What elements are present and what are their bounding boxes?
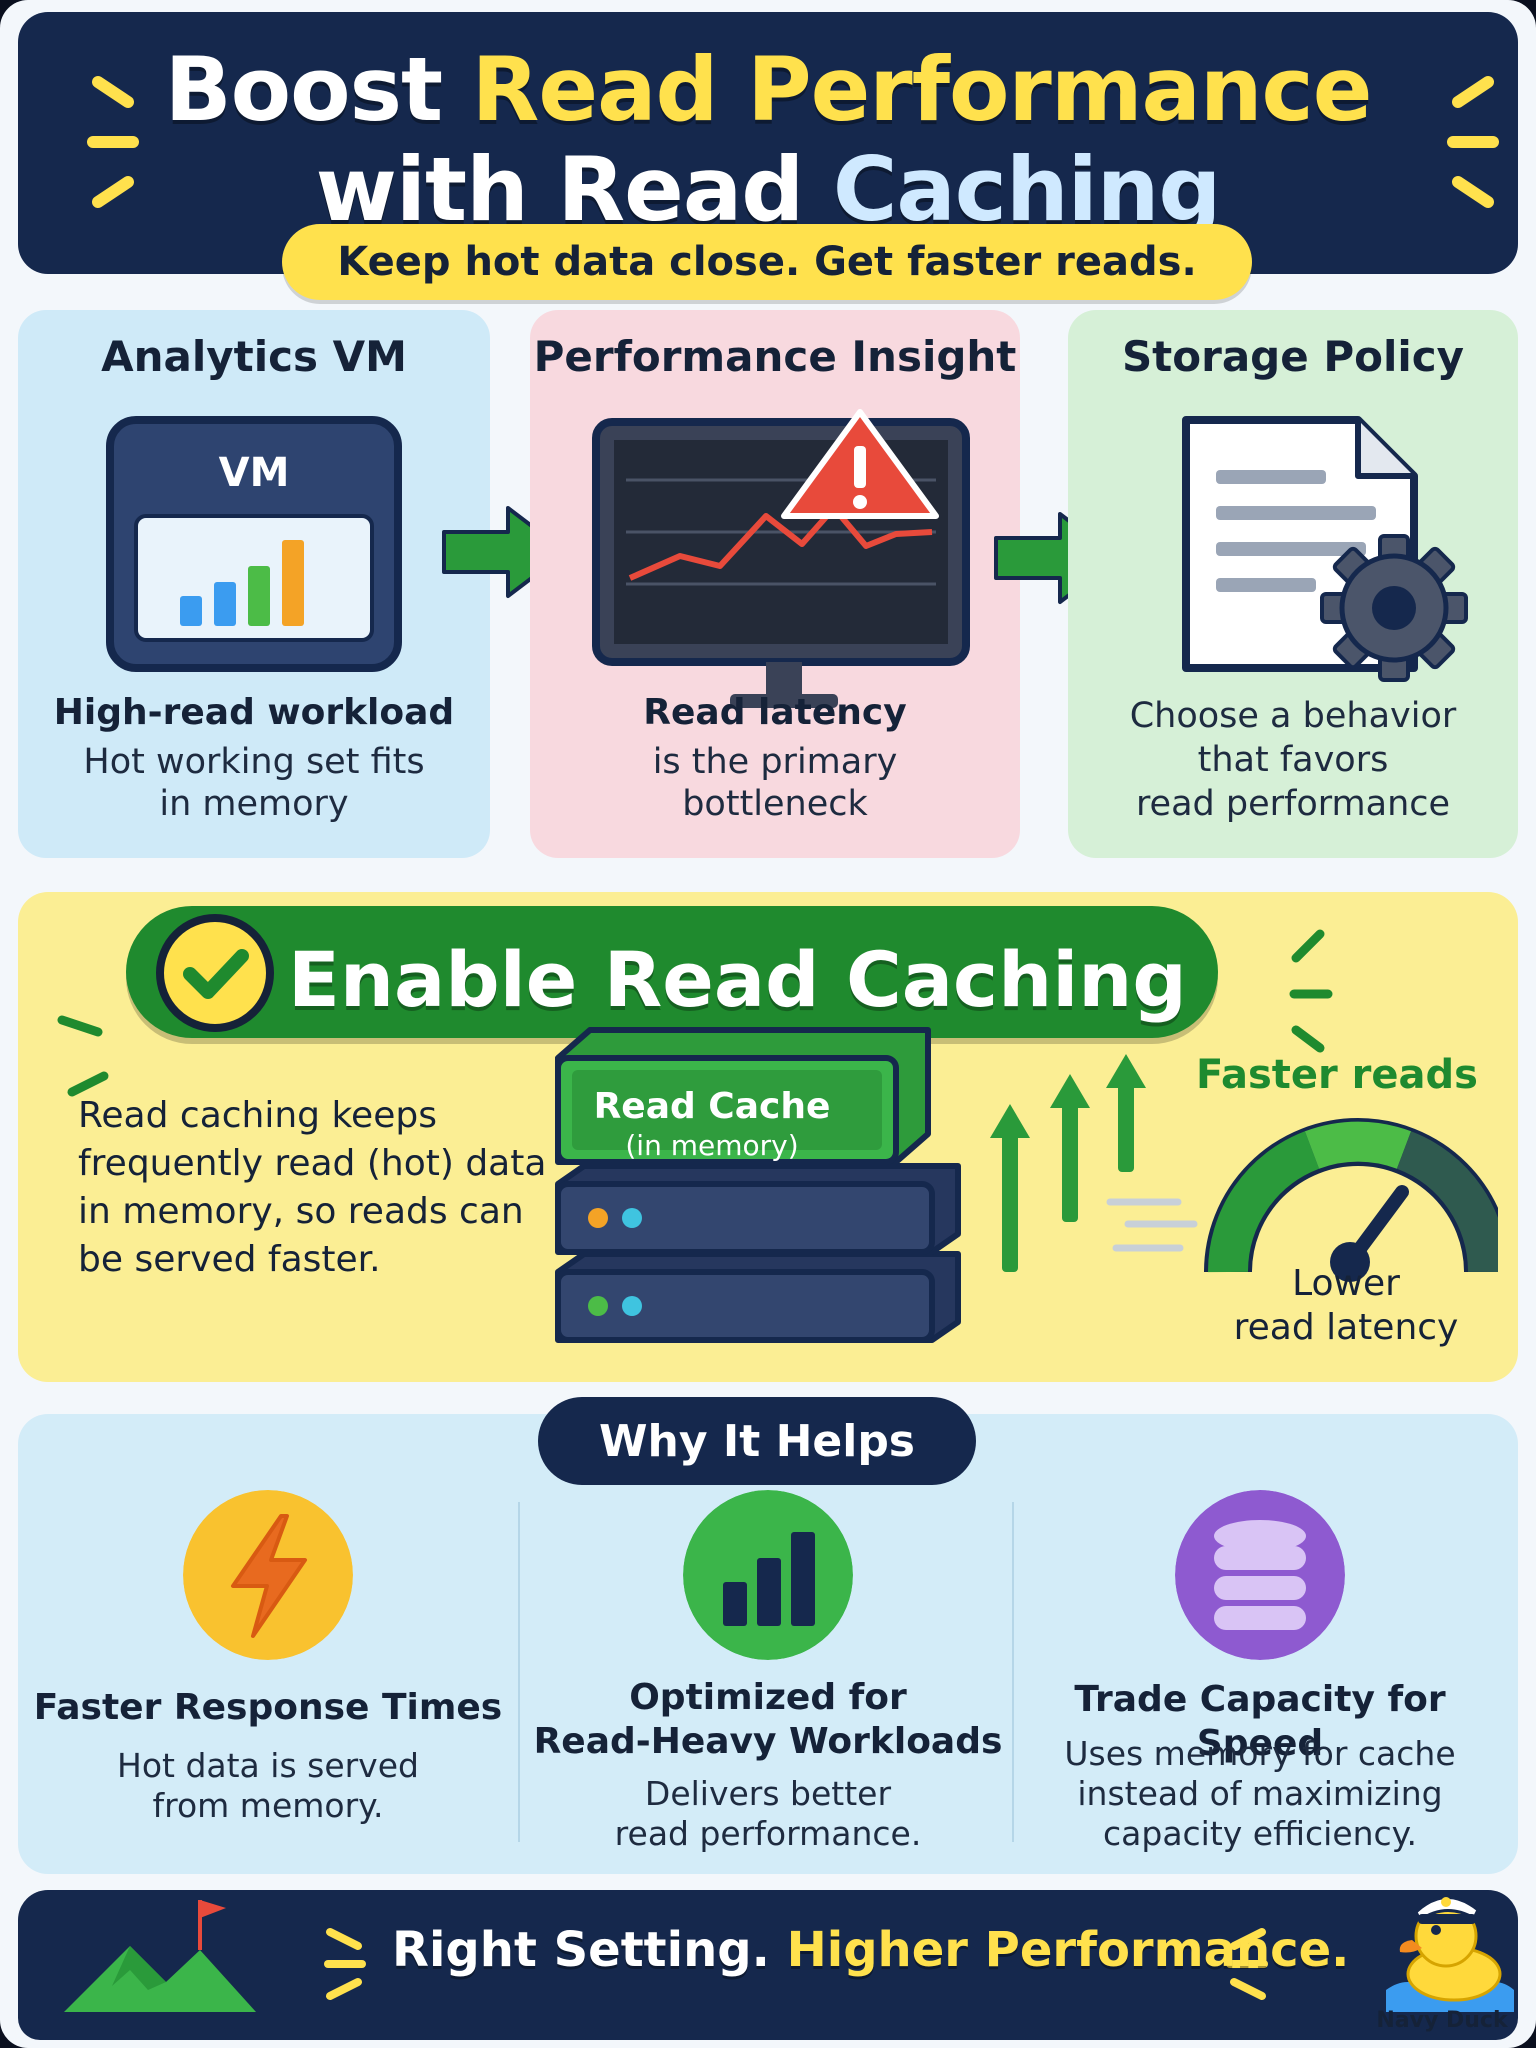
card-title: Performance Insight [533,332,1017,381]
card-line: that favors [1197,740,1389,780]
card-strong-text: High-read workload [53,692,455,733]
burst-left-icon [87,76,139,208]
cache-label: Read Cache [593,1086,831,1127]
up-arrows-icon [990,1054,1146,1272]
title-read-performance: Read Performance [471,38,1373,141]
benefit-trade-capacity: Trade Capacity for Speed Uses memory for… [1020,1490,1500,1860]
card-storage-policy: Storage Policy [1068,310,1518,858]
faster-reads-label: Faster reads [1196,1052,1478,1098]
description-line: Read caching keeps [78,1095,437,1136]
footer-banner [18,1890,1518,2040]
navy-duck-logo-icon [1386,1896,1514,2012]
benefit-text: Delivers better [644,1774,892,1813]
lower-latency-label: Lower read latency [1196,1262,1496,1350]
bar-chart-icon [683,1490,853,1660]
burst-right-icon [1447,76,1499,208]
enable-title: Enable Read Caching [288,935,1187,1024]
database-icon [1175,1490,1345,1660]
why-it-helps-title: Why It Helps [538,1397,976,1485]
title-word-boost: Boost [164,38,443,141]
card-title: Analytics VM [101,332,407,381]
benefit-text: from memory. [152,1786,384,1825]
benefit-title: Optimized for [629,1677,907,1718]
mountain-flag-icon [64,1900,256,2012]
lower-latency-line: read latency [1233,1307,1459,1348]
server-stack-icon [555,1027,961,1343]
card-line: bottleneck [682,784,868,824]
card-title: Storage Policy [1121,332,1465,381]
cache-sublabel: (in memory) [625,1129,799,1162]
policy-document-gear-icon [1182,416,1468,682]
enable-description: Read caching keeps frequently read (hot)… [78,1092,548,1284]
card-line: is the primary [652,742,898,782]
benefit-faster-response: Faster Response Times Hot data is served… [28,1490,508,1860]
footer-slogan-a: Right Setting. [392,1922,770,1978]
benefit-title: Faster Response Times [33,1687,503,1728]
title-with-read: with Read [315,138,805,241]
burst-left-icon [324,1928,366,2000]
speed-gauge-icon [1106,1118,1498,1282]
title-line-2: with Read Caching [18,140,1518,240]
benefit-text: capacity efficiency. [1103,1814,1417,1853]
description-line: in memory, so reads can [78,1191,524,1232]
enable-title-pill [126,906,1218,1038]
card-strong-text: Read latency [643,692,907,733]
title-line-1: Boost Read Performance [18,40,1518,140]
burst-right-icon [1226,1928,1268,2000]
lower-latency-line: Lower [1292,1263,1400,1304]
enable-read-caching-section: Enable Read Caching Read caching keeps f… [18,892,1518,1382]
card-line: Choose a behavior [1129,696,1457,736]
benefit-title: Trade Capacity for Speed [1074,1679,1446,1764]
title-caching: Caching [832,138,1222,241]
benefit-text: Hot data is served [117,1746,419,1785]
benefit-title: Read-Heavy Workloads [533,1721,1003,1762]
benefit-read-heavy: Optimized for Read-Heavy Workloads Deliv… [528,1490,1008,1860]
description-line: frequently read (hot) data [78,1143,547,1184]
benefit-text: instead of maximizing [1077,1774,1443,1813]
lightning-icon [183,1490,353,1660]
column-divider [1012,1502,1014,1842]
card-analytics-vm: Analytics VM VM High-read workload Hot w… [18,310,490,858]
vm-label: VM [218,450,290,496]
card-performance-insight: Performance Insight Read latency is the … [530,310,1020,858]
check-circle [156,914,274,1032]
read-cache-label: Read Cache (in memory) [542,1086,882,1162]
column-divider [518,1502,520,1842]
footer-slogan: Right Setting. Higher Performance. [392,1922,1349,1978]
navy-duck-brand: Navy Duck [1376,2008,1508,2033]
benefit-text: read performance. [614,1814,922,1853]
card-line: Hot working set fits [83,742,425,782]
footer-slogan-b: Higher Performance. [786,1922,1350,1978]
burst-left-icon [57,1015,109,1097]
card-line: in memory [159,784,349,824]
header-banner: Boost Read Performance with Read Caching [18,12,1518,274]
benefit-text: Uses memory for cache [1064,1734,1456,1773]
checkmark-icon [183,949,249,999]
burst-right-icon [1289,929,1333,1053]
vm-icon [106,416,402,672]
card-line: read performance [1135,784,1451,824]
monitor-alert-icon [592,409,970,708]
description-line: be served faster. [78,1239,381,1280]
subtitle-pill: Keep hot data close. Get faster reads. [282,224,1252,300]
